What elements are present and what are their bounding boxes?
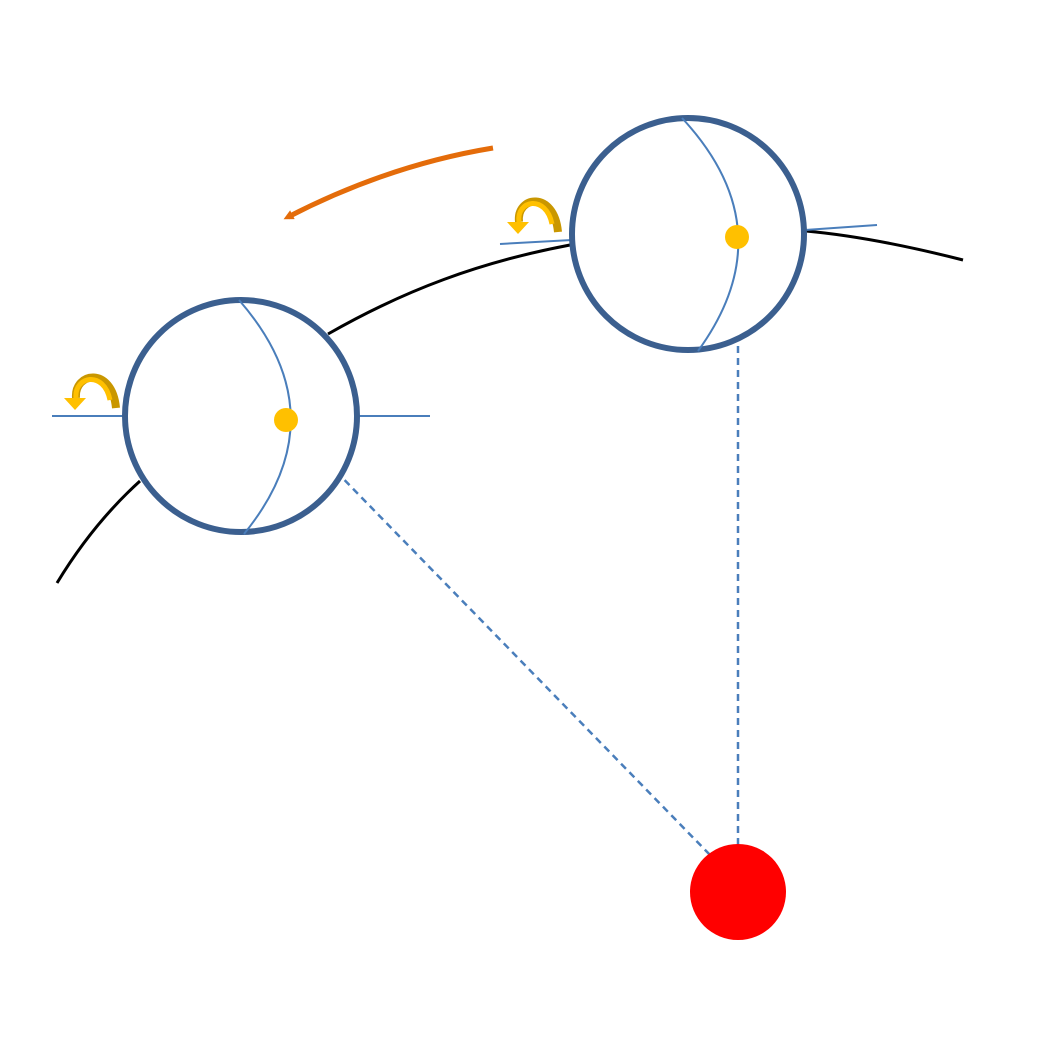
orbit-segment-middle xyxy=(327,243,571,336)
planet-outline xyxy=(569,115,807,353)
sun xyxy=(690,844,786,940)
rotation-axis-left-outer xyxy=(499,239,573,245)
surface-point-right xyxy=(725,225,749,249)
line-of-sight-left xyxy=(285,419,713,858)
orbit-direction-arrow-icon xyxy=(283,145,494,220)
orbit-segment-upper xyxy=(805,229,964,262)
surface-point-left xyxy=(274,408,298,432)
counterclockwise-rotation-icon xyxy=(507,197,562,234)
counterclockwise-rotation-icon xyxy=(64,373,120,410)
orbit-segment-lower xyxy=(55,479,142,584)
planet-outline xyxy=(122,297,360,535)
rotation-axis-right-outer xyxy=(804,224,878,231)
planet-left xyxy=(52,297,430,535)
orbit-path xyxy=(55,229,964,584)
planet-right xyxy=(499,115,878,353)
